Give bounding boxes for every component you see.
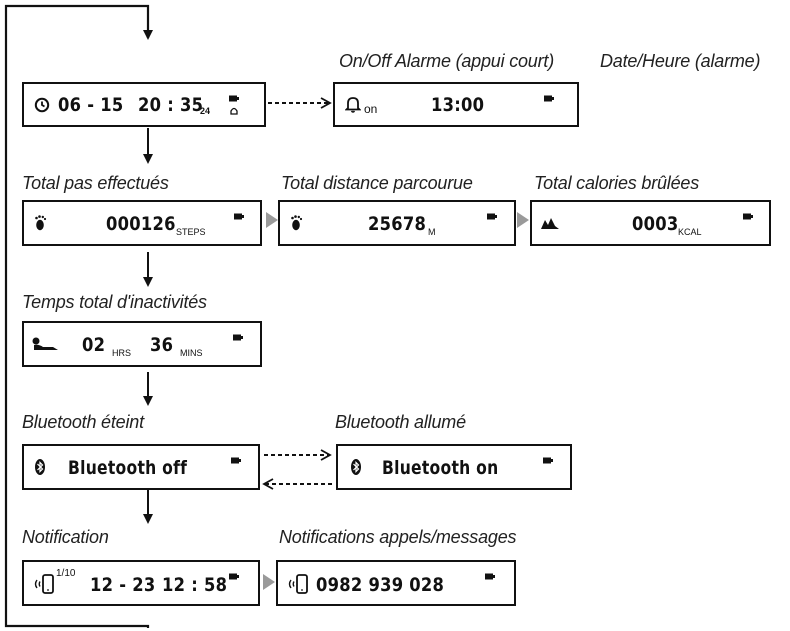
caption-steps: Total pas effectués [22, 173, 169, 193]
caption-alarm-datetime: Date/Heure (alarme) [600, 51, 761, 71]
battery-icon [233, 334, 243, 341]
bluetooth-off-label: Bluetooth off [68, 457, 188, 479]
notification-time: 12 : 58 [162, 574, 228, 596]
alarm-state: on [364, 102, 378, 116]
screen-alarm: on 13:00 [333, 82, 579, 127]
screen-bluetooth-off: Bluetooth off [22, 444, 260, 490]
screen-steps: 000126 STEPS [22, 200, 262, 246]
footprint-icon [35, 215, 47, 231]
caption-distance: Total distance parcourue [281, 173, 473, 193]
battery-icon [229, 573, 239, 580]
bell-icon [345, 97, 361, 113]
caption-notification: Notification [22, 527, 109, 547]
screen-bluetooth-on: Bluetooth on [336, 444, 572, 490]
phone-vibrate-icon [34, 574, 54, 594]
screen-calories: 0003 KCAL [530, 200, 771, 246]
bluetooth-icon [351, 459, 361, 475]
screen-inactivity: 02 HRS 36 MINS [22, 321, 262, 367]
calories-value: 0003 [632, 213, 679, 235]
caption-calories: Total calories brûlées [534, 173, 700, 193]
chevron-distance-to-calories [517, 212, 529, 228]
distance-unit: M [428, 227, 436, 237]
battery-icon [485, 573, 495, 580]
clock-24h-indicator: 24 [200, 106, 211, 116]
battery-icon [543, 457, 553, 464]
caption-alarm-onoff: On/Off Alarme (appui court) [339, 51, 555, 71]
caption-bluetooth-off: Bluetooth éteint [22, 412, 144, 432]
alarm-time: 13:00 [431, 94, 485, 116]
bluetooth-on-label: Bluetooth on [382, 457, 499, 479]
screen-clock: 06 - 15 20 : 35 24 [22, 82, 266, 127]
inactivity-minutes: 36 [150, 334, 174, 356]
loop-connector [4, 4, 153, 628]
clock-date: 06 - 15 [58, 94, 124, 116]
screen-call-notification: 0982 939 028 [276, 560, 516, 606]
notification-counter: 1/10 [56, 568, 76, 579]
steps-unit: STEPS [176, 227, 206, 237]
clock-icon [34, 97, 50, 113]
inactivity-hours-unit: HRS [112, 348, 132, 358]
screen-distance: 25678 M [278, 200, 516, 246]
steps-value: 000126 [106, 213, 176, 235]
reclining-person-icon [32, 337, 58, 350]
bluetooth-icon [35, 459, 45, 475]
caller-number: 0982 939 028 [316, 574, 445, 596]
footprint-icon [291, 215, 303, 231]
battery-icon [229, 95, 239, 102]
clock-time: 20 : 35 [138, 94, 204, 116]
inactivity-hours: 02 [82, 334, 106, 356]
battery-icon [487, 213, 497, 220]
battery-icon [544, 95, 554, 102]
flame-icon [541, 218, 559, 229]
phone-vibrate-icon [288, 574, 308, 594]
caption-inactivity: Temps total d'inactivités [22, 292, 207, 312]
bell-icon [230, 107, 238, 115]
battery-icon [234, 213, 244, 220]
notification-date: 12 - 23 [90, 574, 156, 596]
caption-calls-messages: Notifications appels/messages [279, 527, 517, 547]
caption-bluetooth-on: Bluetooth allumé [335, 412, 466, 432]
chevron-steps-to-distance [266, 212, 278, 228]
battery-icon [231, 457, 241, 464]
inactivity-minutes-unit: MINS [180, 348, 203, 358]
chevron-notification-to-call [263, 574, 275, 590]
calories-unit: KCAL [678, 227, 702, 237]
screen-notification: 1/10 12 - 23 12 : 58 [22, 560, 260, 606]
distance-value: 25678 [368, 213, 427, 235]
battery-icon [743, 213, 753, 220]
